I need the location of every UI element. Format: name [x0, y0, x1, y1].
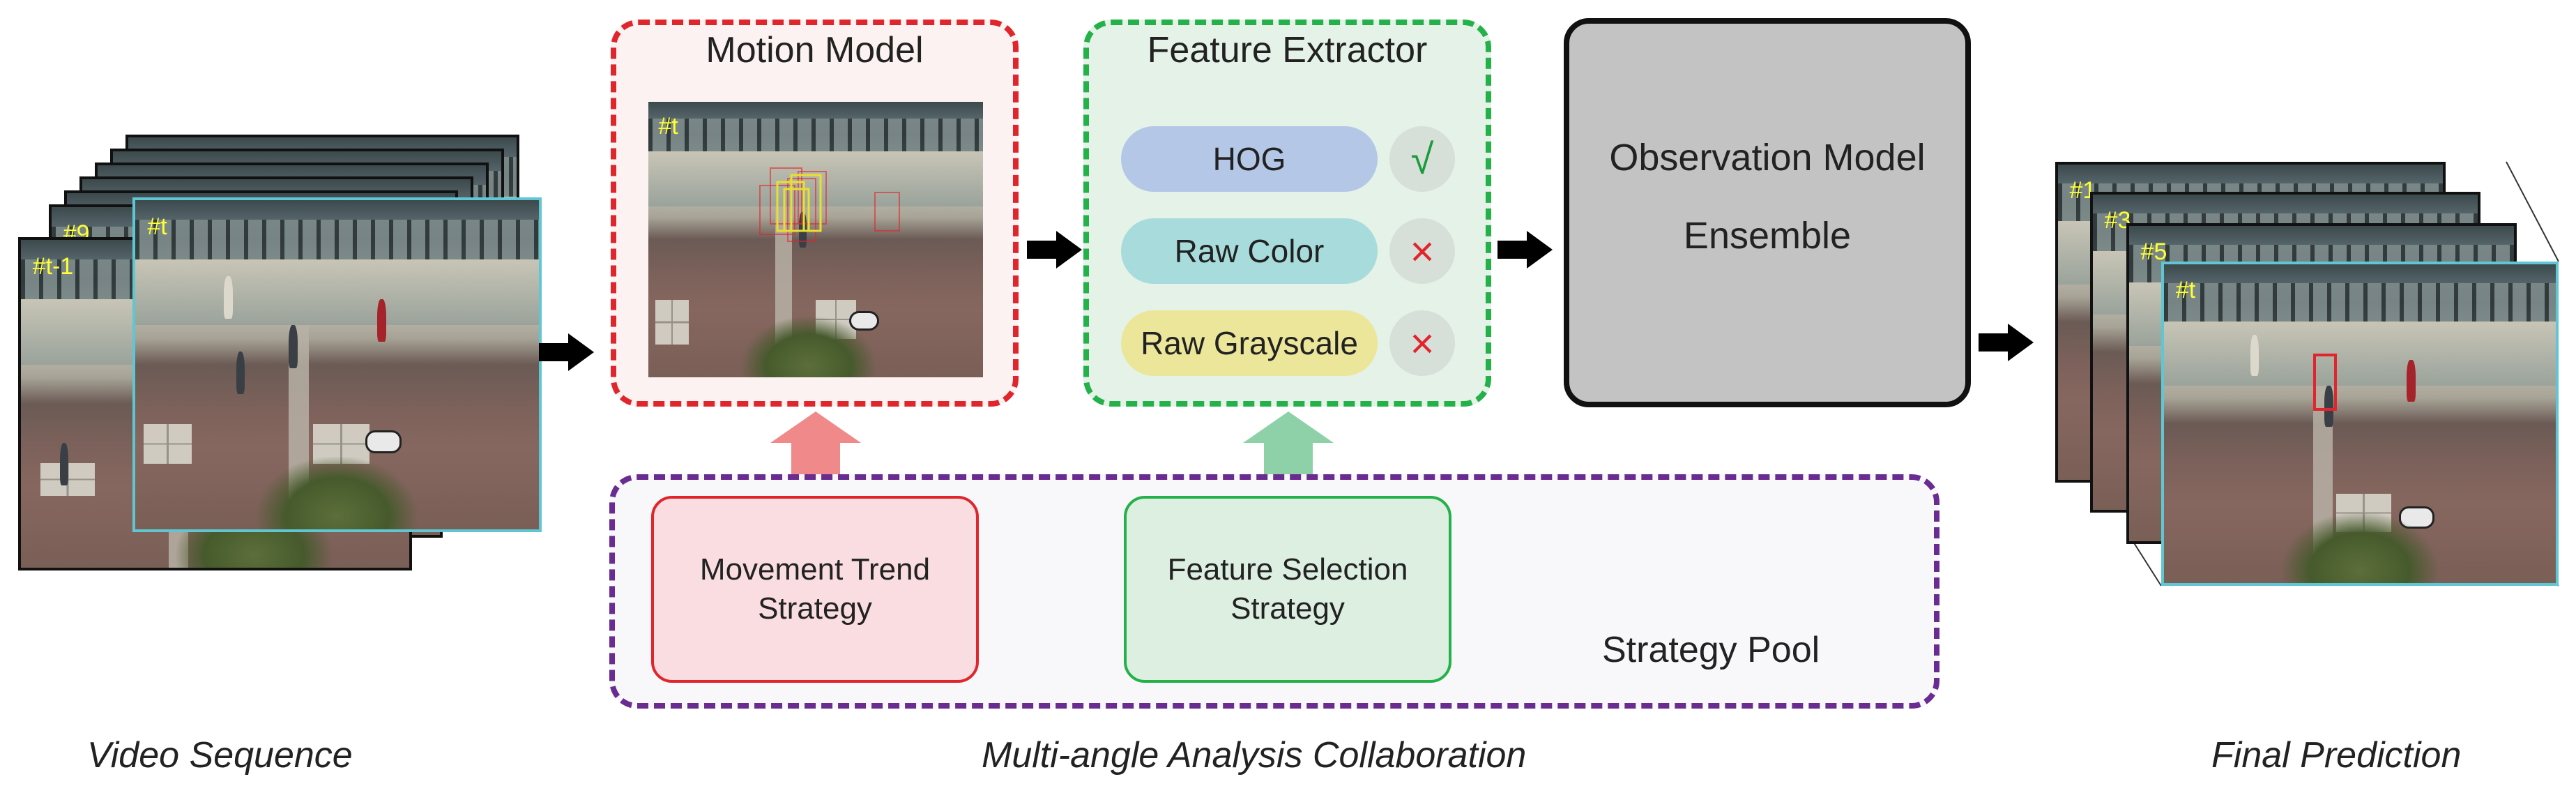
right-arrow — [1497, 231, 1553, 269]
frame-label: #t — [147, 213, 167, 240]
feature-pill-raw-color: Raw Color — [1121, 218, 1378, 284]
feature-pill-raw-grayscale: Raw Grayscale — [1121, 310, 1378, 376]
motion-model-frame: #t — [648, 102, 983, 377]
cross-icon: × — [1389, 218, 1455, 284]
strategy-label: Feature Selection — [1167, 552, 1408, 587]
caption-final-prediction: Final Prediction — [2211, 735, 2462, 776]
strategy-label: Strategy — [1230, 591, 1345, 626]
strategy-label: Movement Trend — [699, 552, 931, 587]
up-arrow-red — [770, 411, 861, 474]
frame-label: #t — [658, 112, 678, 139]
video-frame-t: #t — [132, 197, 542, 532]
caption-collaboration: Multi-angle Analysis Collaboration — [982, 735, 1527, 776]
observation-model-box — [1564, 18, 1971, 407]
prediction-frame-t: #t — [2161, 262, 2559, 586]
motion-model-title: Motion Model — [706, 30, 924, 70]
frame-label: #t-1 — [32, 252, 74, 280]
frame-label: #t — [2175, 277, 2196, 304]
candidate-boxes — [759, 167, 900, 242]
feature-extractor-title: Feature Extractor — [1147, 30, 1428, 70]
observation-model-line1: Observation Model — [1609, 137, 1926, 179]
up-arrow-green — [1243, 411, 1334, 474]
caption-video-sequence: Video Sequence — [87, 735, 353, 776]
observation-model-line2: Ensemble — [1683, 215, 1852, 257]
feature-pill-hog: HOG — [1121, 126, 1378, 192]
cross-icon: × — [1389, 310, 1455, 376]
strategy-pool-label: Strategy Pool — [1602, 630, 1820, 670]
right-arrow — [1979, 324, 2034, 361]
prediction-bounding-box — [2313, 354, 2337, 411]
frame-label: #5 — [2140, 239, 2167, 266]
check-icon: √ — [1389, 126, 1455, 192]
right-arrow — [539, 333, 594, 371]
strategy-label: Strategy — [758, 591, 872, 626]
right-arrow — [1027, 231, 1082, 269]
